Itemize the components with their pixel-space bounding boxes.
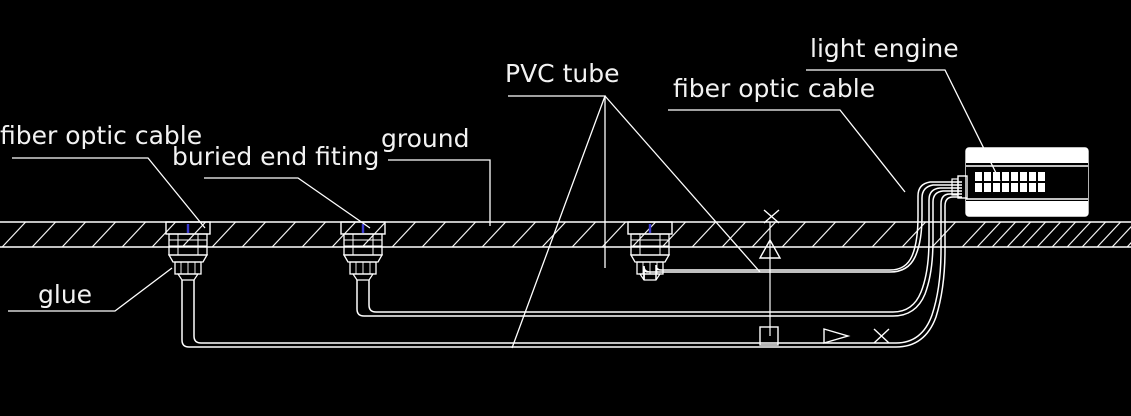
leader-glue — [8, 267, 173, 312]
ground-hatch — [1, 222, 1131, 247]
leader-light-engine — [806, 69, 1001, 182]
label-fiber-optic-cable-left: fiber optic cable — [0, 121, 202, 150]
leader-buried-end-fiting — [204, 177, 371, 229]
vent-cell-grid — [975, 172, 1045, 192]
label-fiber-optic-cable-right: fiber optic cable — [673, 74, 875, 103]
leader-fiber-optic-cable-left — [12, 157, 206, 229]
fixture-2 — [340, 221, 386, 281]
leader-fiber-optic-cable-right — [668, 109, 906, 193]
leader-lines — [8, 69, 1001, 349]
light-engine — [951, 147, 1089, 217]
label-ground: ground — [381, 124, 469, 153]
markers — [758, 209, 890, 346]
label-light-engine: light engine — [810, 34, 959, 63]
ground-layer — [0, 221, 1131, 248]
label-glue: glue — [38, 280, 92, 309]
riser-bundle-to-light-engine — [889, 181, 962, 348]
label-pvc-tube: PVC tube — [505, 59, 619, 88]
conduit-runs — [181, 264, 896, 348]
labels: fiber optic cable buried end fiting grou… — [0, 34, 959, 309]
leader-ground — [388, 159, 491, 226]
fixture-3 — [627, 221, 673, 281]
label-buried-end-fiting: buried end fiting — [172, 142, 379, 171]
leader-pvc-tube-c — [604, 95, 761, 273]
fixture-1 — [165, 221, 211, 281]
